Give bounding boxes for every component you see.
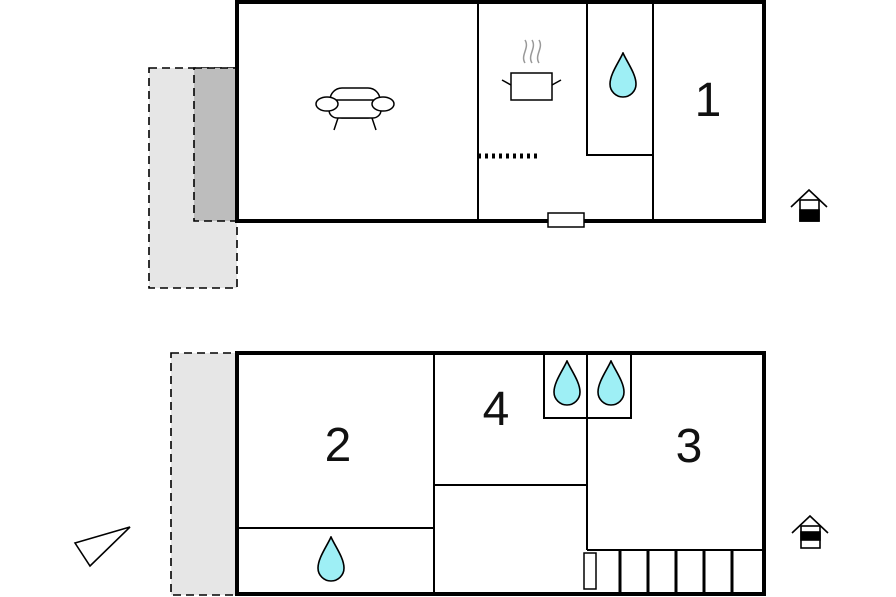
water-drop-icon xyxy=(553,360,581,406)
terrace-covered-area xyxy=(193,67,238,222)
compass-north-arrow-icon xyxy=(73,526,131,568)
ground-floor: 1 xyxy=(148,0,828,289)
water-drop-icon xyxy=(317,536,345,582)
water-drop-icon xyxy=(597,360,625,406)
room-number-3: 3 xyxy=(676,420,703,473)
stair-door xyxy=(583,552,597,590)
balcony-area xyxy=(170,352,238,596)
ground-floor-outer-wall xyxy=(235,0,766,223)
upper-floor: 2 4 3 xyxy=(73,351,829,596)
room-number-4: 4 xyxy=(483,383,510,436)
house-upper-floor-icon xyxy=(791,514,829,549)
entrance-door xyxy=(547,212,585,228)
house-ground-floor-icon xyxy=(790,188,828,222)
sofa-icon xyxy=(315,87,395,131)
upper-floor-outer-wall xyxy=(235,351,766,596)
staircase xyxy=(618,550,734,594)
bathroom-wall xyxy=(586,1,654,156)
room-number-2: 2 xyxy=(325,419,352,472)
water-drop-icon xyxy=(609,52,637,98)
cooking-pot-icon xyxy=(501,39,562,101)
room-number-1: 1 xyxy=(695,74,722,127)
